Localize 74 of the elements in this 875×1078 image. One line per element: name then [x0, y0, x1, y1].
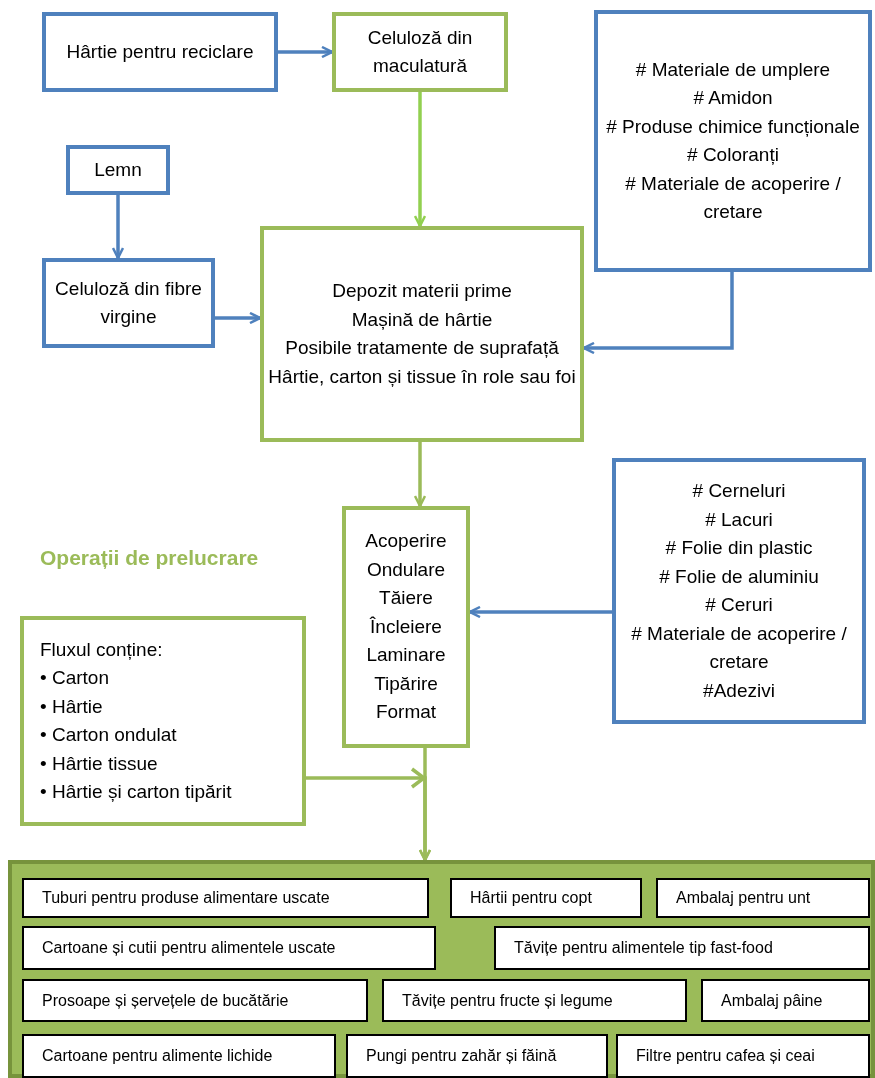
box-heading: Fluxul conține: [40, 637, 163, 662]
box-text: Ambalaj pentru unt [676, 888, 811, 908]
arrow [278, 45, 334, 59]
product-box [22, 979, 368, 1022]
list-item: • Carton [40, 666, 109, 690]
product-box [450, 878, 642, 918]
arrow [306, 767, 432, 862]
box-text: Cartoane și cutii pentru alimentele uscate [42, 938, 336, 958]
box-text: Tuburi pentru produse alimentare uscate [42, 888, 330, 908]
process-box [612, 458, 866, 724]
box-text: Prosoape și șervețele de bucătărie [42, 990, 289, 1011]
process-box [42, 258, 215, 348]
box-text: Acoperire [365, 529, 447, 554]
box-text: Cartoane pentru alimente lichide [42, 1046, 273, 1066]
process-box [42, 12, 278, 92]
arrow [582, 272, 734, 355]
box-text: Celuloză din fibre virgine [54, 276, 203, 329]
box-text: # Amidon [693, 86, 773, 110]
box-text: # Materiale de umplere [635, 57, 831, 82]
box-text: Tăvițe pentru fructe și legume [402, 990, 613, 1011]
box-text: Ambalaj pâine [721, 990, 823, 1011]
list-item: • Hârtie și carton tipărit [40, 780, 232, 804]
box-text: Celuloză din maculatură [366, 25, 474, 78]
box-text: Hârtii pentru copt [470, 888, 592, 908]
product-box [656, 878, 870, 918]
box-text: # Materiale de acoperire / cretare [630, 621, 848, 674]
box-text: # Produse chimice funcționale [606, 114, 860, 139]
box-text: # Cerneluri [692, 479, 786, 503]
process-box [332, 12, 508, 92]
box-text: Lemn [94, 157, 142, 182]
arrow [111, 195, 125, 260]
box-text: Pungi pentru zahăr și făină [366, 1046, 557, 1066]
process-box [594, 10, 872, 272]
list-item: • Carton ondulat [40, 723, 177, 747]
box-text: # Materiale de acoperire / cretare [624, 171, 842, 224]
box-text: # Coloranți [687, 143, 779, 167]
box-text: Hârtie, carton și tissue în role sau foi [268, 364, 576, 389]
process-box [20, 616, 306, 826]
box-text: # Lacuri [705, 507, 773, 532]
box-text: Mașină de hârtie [351, 307, 493, 332]
box-text: #Adezivi [703, 678, 775, 703]
box-text: Ondulare [366, 557, 446, 582]
arrow [413, 442, 427, 508]
product-box [22, 1034, 336, 1078]
arrow [413, 92, 427, 228]
product-box [382, 979, 687, 1022]
box-text: Tăvițe pentru alimentele tip fast-food [514, 938, 773, 958]
box-text: Posibile tratamente de suprafață [285, 336, 559, 360]
product-box [22, 878, 429, 918]
box-text: # Folie de aluminiu [659, 564, 819, 589]
process-box [342, 506, 470, 748]
box-text: # Folie din plastic [665, 536, 813, 560]
process-box [66, 145, 170, 195]
box-text: Tăiere [379, 586, 433, 611]
box-text: Format [375, 700, 437, 725]
box-text: Depozit materii prime [332, 279, 512, 303]
arrow [215, 311, 262, 325]
box-text: Hârtie pentru reciclare [66, 39, 254, 64]
box-text: Filtre pentru cafea și ceai [636, 1046, 815, 1066]
arrow [468, 605, 612, 619]
product-box [346, 1034, 608, 1078]
box-text: Tipărire [374, 671, 438, 696]
products-panel [8, 860, 875, 1078]
box-text: # Ceruri [705, 593, 773, 617]
list-item: • Hârtie tissue [40, 751, 158, 776]
list-item: • Hârtie [40, 694, 103, 719]
process-box [260, 226, 584, 442]
box-text: Laminare [366, 643, 446, 668]
product-box [22, 926, 436, 970]
product-box [494, 926, 870, 970]
product-box [616, 1034, 870, 1078]
section-title: Operații de prelucrare [40, 546, 259, 570]
product-box [701, 979, 870, 1022]
box-text: Încleiere [370, 614, 442, 639]
